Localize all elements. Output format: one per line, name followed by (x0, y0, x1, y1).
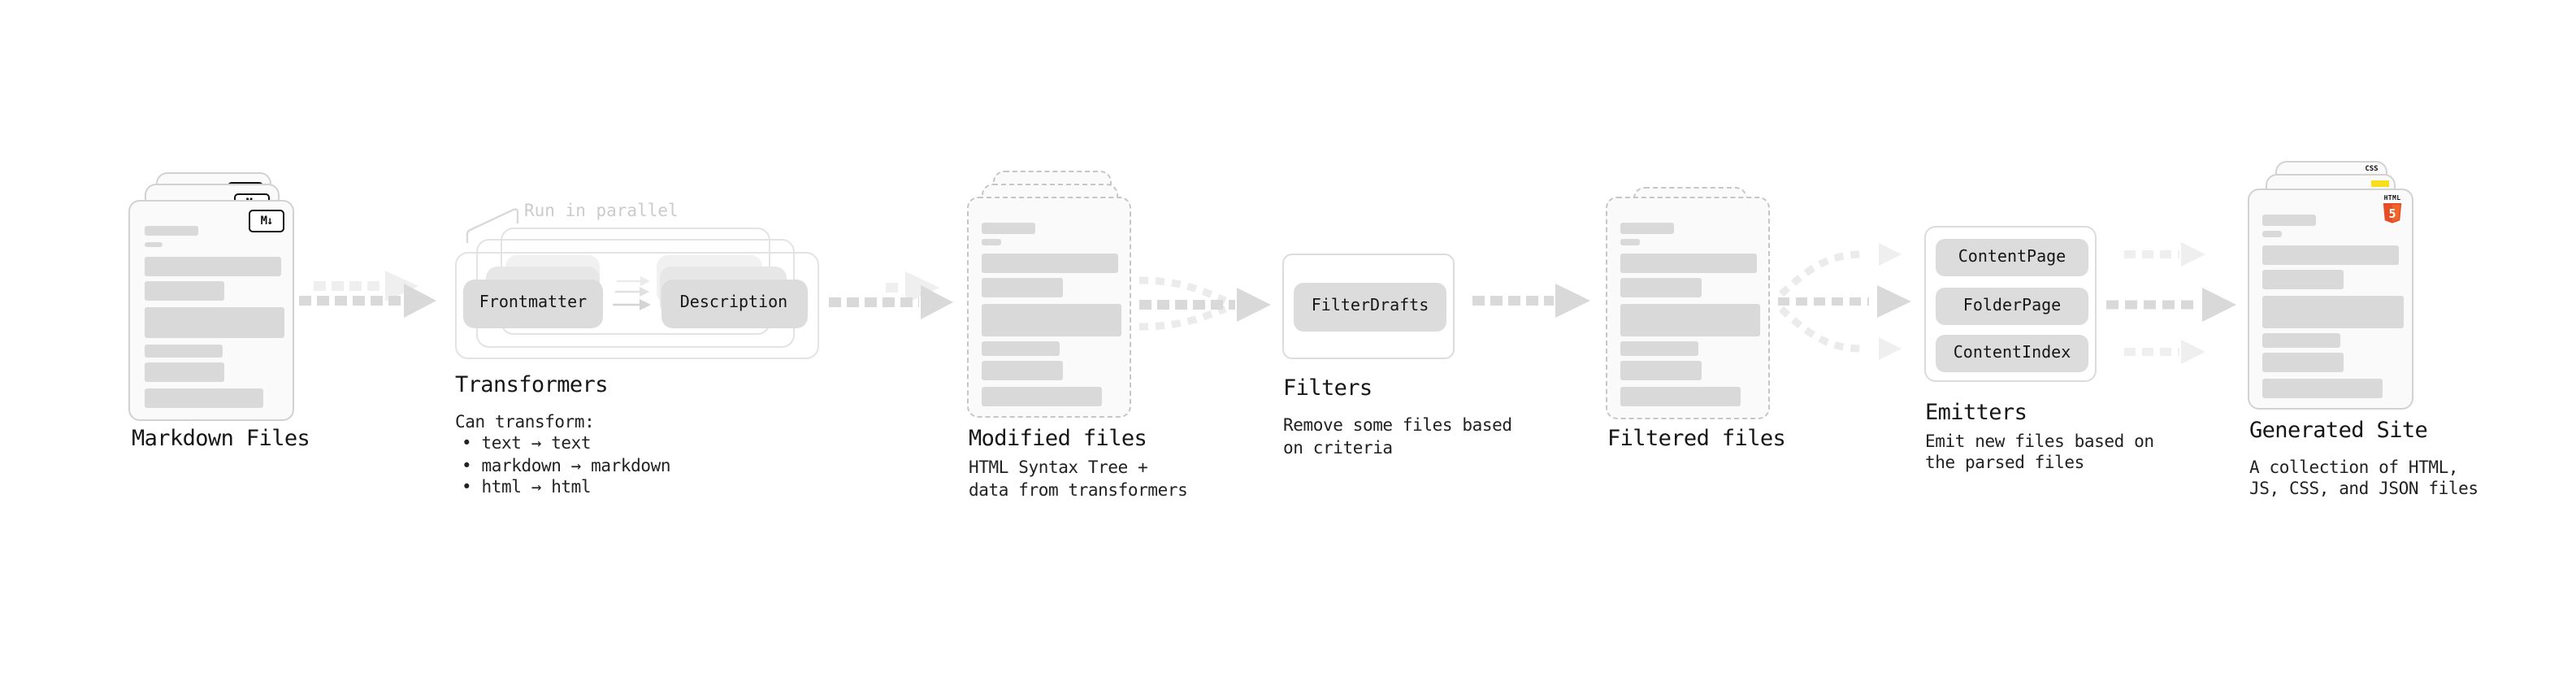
arrow-transformers-to-modified (829, 285, 953, 319)
transformers-bullet: • html → html (462, 478, 592, 497)
js-icon (2371, 180, 2389, 187)
html5-icon-label: HTML (2383, 193, 2401, 202)
doc-line (144, 256, 280, 275)
content-page-pill: ContentPage (1936, 239, 2088, 275)
subtitle-line: data from transformers (969, 480, 1188, 500)
stage-title-modified-files: Modified files (969, 425, 1147, 451)
doc-line (1620, 239, 1639, 245)
modified-files-subtitle: HTML Syntax Tree + data from transformer… (969, 458, 1188, 502)
doc-line (1620, 360, 1701, 380)
markdown-icon: M↓ (249, 210, 284, 232)
arrow-filters-to-filtered (1472, 284, 1590, 318)
doc-lines (2262, 215, 2404, 399)
arrow-emitters-to-generated (2106, 288, 2236, 322)
doc-line (2262, 378, 2382, 397)
subtitle-line: on criteria (1283, 438, 1393, 458)
doc-line (982, 278, 1062, 297)
transformers-description: Can transform: • text → text • markdown … (455, 412, 671, 500)
description-pill: Description (661, 279, 807, 327)
stage-title-filtered-files: Filtered files (1607, 426, 1786, 452)
run-in-parallel-callout: Run in parallel (524, 202, 679, 221)
doc-line (2262, 352, 2343, 371)
markdown-file-front: M↓ (128, 199, 294, 420)
doc-line (1620, 386, 1740, 406)
arrow-filtered-to-emitters (1778, 285, 1911, 318)
subtitle-line: Remove some files based (1283, 416, 1512, 436)
subtitle-line: HTML Syntax Tree + (969, 458, 1148, 478)
arrow-emitters-bottom (2124, 340, 2205, 364)
doc-line (2262, 333, 2340, 347)
emitters-subtitle: Emit new files based on the parsed files (1925, 432, 2154, 475)
subtitle-line: JS, CSS, and JSON files (2249, 479, 2478, 499)
svg-text:5: 5 (2388, 206, 2396, 220)
doc-line (982, 239, 1000, 245)
subtitle-line: A collection of HTML, (2249, 458, 2459, 477)
folder-page-pill: FolderPage (1936, 288, 2088, 324)
filtered-file-front (1605, 197, 1770, 419)
arrow-markdown-to-transformers (299, 284, 436, 318)
doc-line (2262, 270, 2343, 289)
doc-line (982, 223, 1035, 233)
stage-title-filters: Filters (1283, 375, 1373, 401)
filters-box: FilterDrafts (1282, 254, 1455, 359)
frontmatter-pill: Frontmatter (463, 279, 603, 327)
doc-line (2262, 296, 2404, 327)
arrow-markdown-to-transformers-ghost (314, 271, 418, 301)
doc-line (1620, 278, 1701, 297)
doc-line (1620, 223, 1674, 233)
generated-site-subtitle: A collection of HTML, JS, CSS, and JSON … (2249, 458, 2478, 501)
stage-title-transformers: Transformers (455, 372, 608, 398)
doc-line (982, 341, 1060, 355)
filter-drafts-pill: FilterDrafts (1294, 282, 1446, 331)
generated-file-html: HTML 5 (2247, 189, 2413, 409)
filters-subtitle: Remove some files based on criteria (1283, 416, 1512, 460)
doc-line (1620, 341, 1698, 355)
emitters-box: ContentPage FolderPage ContentIndex (1923, 226, 2097, 382)
doc-line (2262, 245, 2399, 265)
doc-line (144, 241, 163, 247)
stage-title-emitters: Emitters (1925, 399, 2027, 425)
doc-lines (982, 223, 1121, 408)
doc-line (982, 386, 1101, 406)
doc-lines (144, 225, 284, 410)
transformers-desc-heading: Can transform: (455, 412, 595, 432)
css-icon-label: CSS (2365, 166, 2379, 174)
doc-line (144, 225, 197, 236)
stage-title-generated-site: Generated Site (2249, 418, 2428, 444)
subtitle-line: the parsed files (1925, 453, 2084, 473)
doc-line (982, 304, 1121, 336)
arrow-modified-to-filters (1139, 288, 1271, 322)
modified-file-front (966, 197, 1131, 418)
doc-line (1620, 304, 1760, 336)
content-index-pill: ContentIndex (1936, 335, 2088, 371)
stage-title-markdown-files: Markdown Files (132, 425, 310, 451)
doc-line (144, 280, 224, 300)
doc-line (144, 362, 224, 382)
doc-line (982, 254, 1118, 273)
arrow-converge-top (1138, 276, 1227, 305)
doc-line (144, 344, 222, 358)
subtitle-line: Emit new files based on (1925, 432, 2154, 451)
transformer-layer-front (455, 252, 818, 359)
arrow-fanout-top (1778, 243, 1902, 297)
transformers-bullet: • text → text (462, 434, 592, 453)
doc-line (2262, 215, 2316, 225)
arrow-emitters-top (2124, 242, 2205, 267)
doc-line (2262, 231, 2281, 236)
arrow-transformers-to-modified-ghost (886, 271, 939, 304)
arrow-fanout-bottom (1778, 306, 1902, 360)
doc-lines (1620, 223, 1760, 409)
arrow-converge-bottom (1138, 305, 1227, 331)
doc-line (982, 360, 1062, 380)
doc-line (1620, 254, 1757, 273)
html5-shield: 5 (2383, 202, 2402, 223)
doc-line (144, 388, 263, 408)
html5-icon: HTML 5 (2383, 193, 2402, 223)
transformers-bullet: • markdown → markdown (462, 456, 671, 475)
doc-line (144, 306, 284, 338)
